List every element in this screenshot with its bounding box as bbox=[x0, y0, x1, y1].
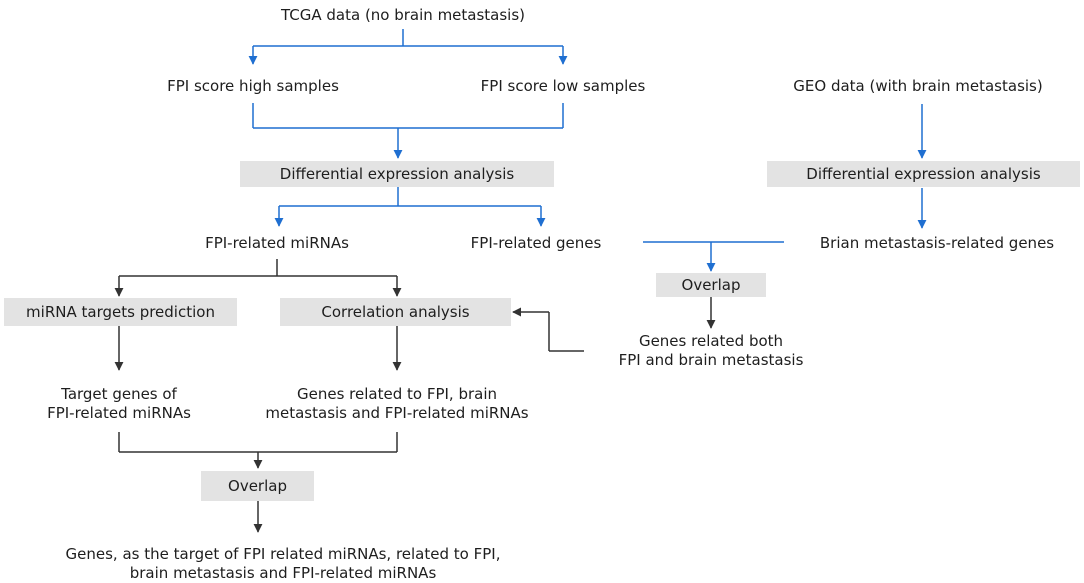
tcga-label: TCGA data (no brain metastasis) bbox=[280, 6, 526, 24]
genes-related-label: Genes related to FPI, brain metastasis a… bbox=[265, 385, 528, 423]
geo-label: GEO data (with brain metastasis) bbox=[793, 77, 1043, 95]
overlap-right-box: Overlap bbox=[656, 273, 766, 297]
mirna-targets-box: miRNA targets prediction bbox=[4, 298, 237, 326]
target-genes-line-1: Target genes of bbox=[61, 385, 177, 403]
dea-right-box: Differential expression analysis bbox=[767, 161, 1080, 187]
final-label: Genes, as the target of FPI related miRN… bbox=[66, 545, 501, 583]
dea-left-box: Differential expression analysis bbox=[240, 161, 554, 187]
mirna-split-connector bbox=[114, 259, 402, 297]
tcga-split-connector bbox=[248, 29, 568, 65]
final-line-2: brain metastasis and FPI-related miRNAs bbox=[129, 564, 437, 582]
genes-related-line-2: metastasis and FPI-related miRNAs bbox=[265, 404, 529, 422]
fpi-low-label: FPI score low samples bbox=[480, 77, 646, 95]
overlap-bottom-box: Overlap bbox=[201, 471, 314, 501]
brain-genes-label: Brian metastasis-related genes bbox=[819, 234, 1055, 252]
correlation-box: Correlation analysis bbox=[280, 298, 511, 326]
bottom-merge-connector bbox=[118, 432, 398, 469]
final-line-1: Genes, as the target of FPI related miRN… bbox=[65, 545, 501, 563]
target-genes-label: Target genes of FPI-related miRNAs bbox=[47, 385, 191, 423]
fpi-high-label: FPI score high samples bbox=[167, 77, 339, 95]
target-genes-line-2: FPI-related miRNAs bbox=[47, 404, 191, 422]
genes-related-line-1: Genes related to FPI, brain bbox=[296, 385, 498, 403]
genes-both-line-2: FPI and brain metastasis bbox=[618, 351, 804, 369]
fpi-mirnas-label: FPI-related miRNAs bbox=[205, 234, 349, 252]
prediction-connectors bbox=[114, 326, 402, 371]
feedback-connector bbox=[512, 307, 584, 352]
fpi-genes-label: FPI-related genes bbox=[470, 234, 602, 252]
genes-both-line-1: Genes related both bbox=[638, 332, 784, 350]
high-low-merge-connector bbox=[252, 103, 564, 159]
genes-both-label: Genes related both FPI and brain metasta… bbox=[619, 332, 804, 370]
dea-split-connector bbox=[274, 187, 546, 227]
genes-overlap-connector bbox=[643, 241, 784, 272]
